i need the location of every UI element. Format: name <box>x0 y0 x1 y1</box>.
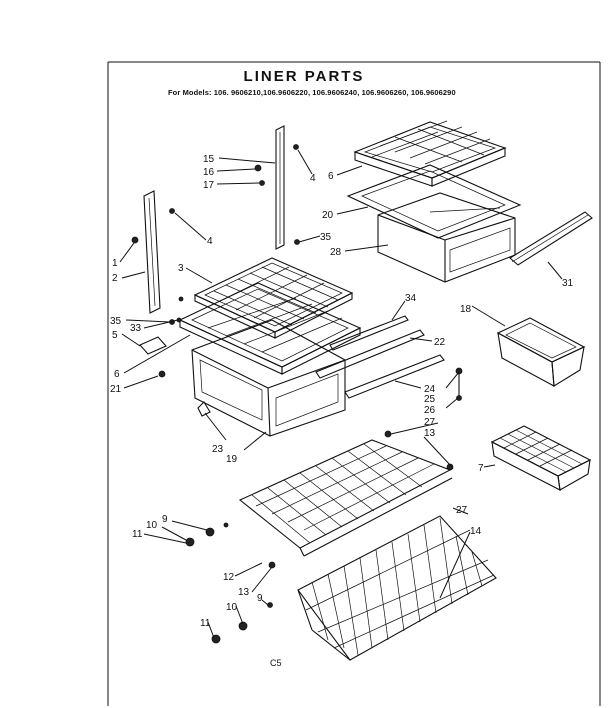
callout-2: 2 <box>112 273 118 284</box>
callout-21: 21 <box>110 384 122 395</box>
callout-15: 15 <box>203 154 215 165</box>
callout-6-upper: 6 <box>328 171 334 182</box>
page-border <box>107 61 601 706</box>
callout-34: 34 <box>405 293 417 304</box>
callout-24: 24 <box>424 384 436 395</box>
top-tray-shelf <box>353 120 507 187</box>
callout-3: 3 <box>178 263 184 274</box>
callout-10-upper: 10 <box>146 520 158 531</box>
callout-28: 28 <box>330 247 342 258</box>
callout-4-upper: 4 <box>310 173 316 184</box>
callout-22: 22 <box>434 337 446 348</box>
crisper-trim-strip <box>509 211 593 266</box>
ice-cube-tray <box>490 425 592 491</box>
utility-bin <box>496 317 586 387</box>
upper-crisper-drawer <box>377 192 516 283</box>
glass-shelf-frame <box>178 282 362 375</box>
callout-31: 31 <box>562 278 574 289</box>
callout-16: 16 <box>203 167 215 178</box>
callout-23: 23 <box>212 444 224 455</box>
callout-7: 7 <box>478 463 484 474</box>
callout-35-lower: 35 <box>110 316 122 327</box>
callout-26: 26 <box>424 405 436 416</box>
model-list: For Models: 106. 9606210,106.9606220, 10… <box>168 88 456 97</box>
callout-14: 14 <box>470 526 482 537</box>
callout-12: 12 <box>223 572 235 583</box>
right-small-parts <box>384 367 463 471</box>
callout-5: 5 <box>112 330 118 341</box>
label-13-upper: 13 <box>424 428 436 439</box>
callout-20: 20 <box>322 210 334 221</box>
callout-9-upper: 9 <box>162 514 168 525</box>
callout-13-lower: 13 <box>238 587 250 598</box>
page-code: C5 <box>270 658 282 668</box>
leader-lines <box>119 149 563 639</box>
callout-10-lower: 10 <box>226 602 238 613</box>
right-shelf-rail <box>254 125 300 250</box>
door-wire-shelf <box>238 439 453 557</box>
callout-18: 18 <box>460 304 472 315</box>
wire-basket <box>297 515 497 661</box>
callout-11-lower: 11 <box>200 618 211 629</box>
callout-9-lower: 9 <box>257 593 263 604</box>
callout-4-lower: 4 <box>207 236 213 247</box>
left-shelf-rail <box>131 190 175 325</box>
label-27-second: 27 <box>456 505 468 516</box>
crisper-cover-frame <box>346 164 522 239</box>
callout-25: 25 <box>424 394 436 405</box>
callout-1: 1 <box>112 258 118 269</box>
shelf-trims <box>315 315 445 399</box>
callout-6-lower: 6 <box>114 369 120 380</box>
callout-11-upper: 11 <box>132 529 143 540</box>
callout-35-upper: 35 <box>320 232 332 243</box>
callout-19: 19 <box>226 454 238 465</box>
callout-33: 33 <box>130 323 142 334</box>
lower-crisper-drawer <box>191 319 346 437</box>
lower-hardware <box>185 522 276 644</box>
label-27-first: 27 <box>424 417 436 428</box>
callout-17: 17 <box>203 180 215 191</box>
callout-labels: 15 16 17 4 4 1 2 3 35 6 20 28 31 18 34 2… <box>110 154 574 629</box>
diagram-title: LINER PARTS <box>243 68 365 85</box>
main-wire-shelf <box>193 257 354 339</box>
left-small-parts <box>139 296 211 417</box>
